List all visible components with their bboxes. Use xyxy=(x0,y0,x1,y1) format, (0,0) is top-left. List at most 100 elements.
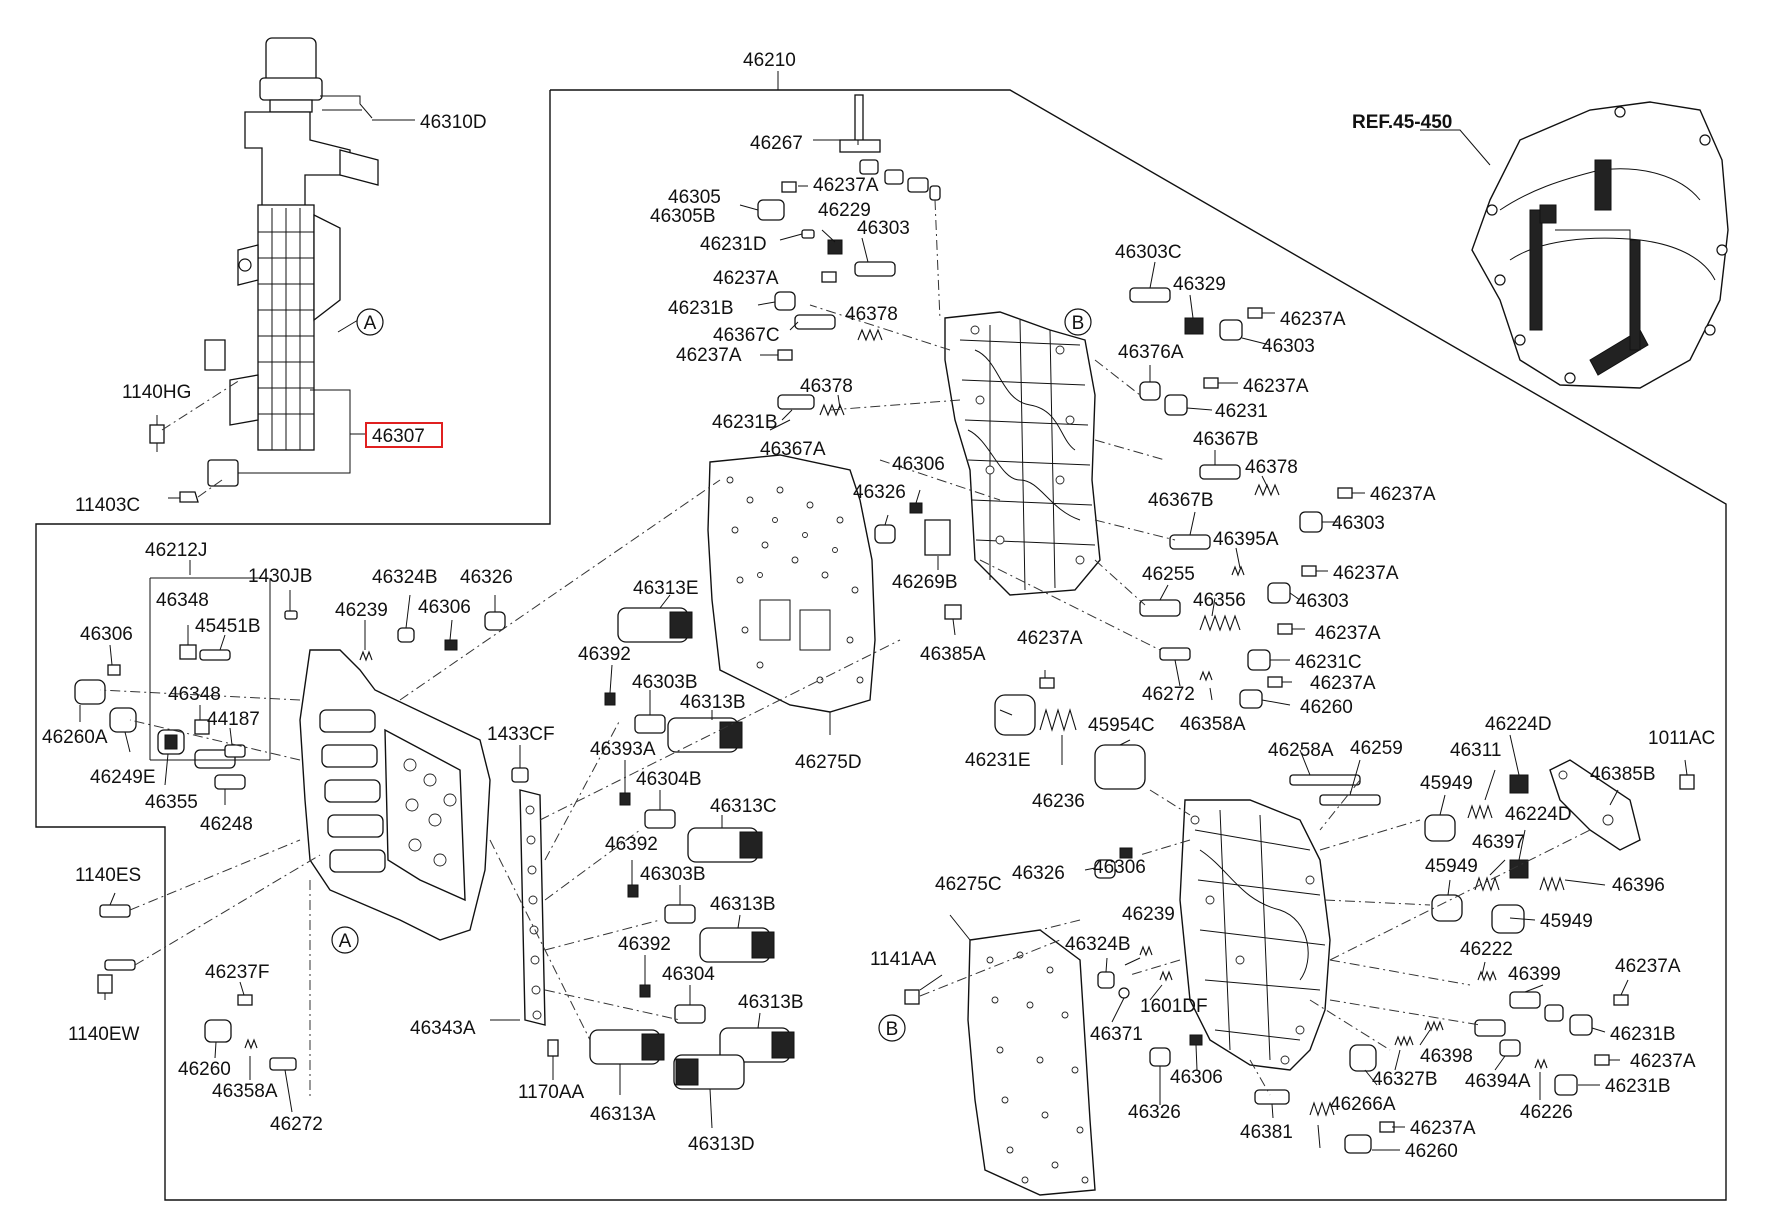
part-label[interactable]: 46231B xyxy=(712,412,778,433)
part-label[interactable]: 46313C xyxy=(710,796,777,817)
part-label[interactable]: 46237A xyxy=(1280,309,1346,330)
part-label[interactable]: 46348 xyxy=(168,684,221,705)
part-label[interactable]: 46224D xyxy=(1485,714,1552,735)
part-label[interactable]: 1011AC xyxy=(1648,728,1715,749)
part-label[interactable]: 46231D xyxy=(700,234,767,255)
part-label[interactable]: 46231E xyxy=(965,750,1031,771)
part-label[interactable]: 46303 xyxy=(1262,336,1315,357)
part-label[interactable]: 46231B xyxy=(668,298,734,319)
part-label[interactable]: 1601DF xyxy=(1140,996,1208,1017)
part-label[interactable]: 46258A xyxy=(1268,740,1334,761)
part-label[interactable]: 46272 xyxy=(1142,684,1195,705)
part-label[interactable]: 46272 xyxy=(270,1114,323,1135)
part-label[interactable]: 46395A xyxy=(1213,529,1279,550)
part-label[interactable]: 46324B xyxy=(372,567,438,588)
part-label[interactable]: 45954C xyxy=(1088,715,1155,736)
part-label[interactable]: 46313B xyxy=(738,992,804,1013)
part-label[interactable]: 46303 xyxy=(857,218,910,239)
part-label[interactable]: 46267 xyxy=(750,133,803,154)
part-label[interactable]: 45949 xyxy=(1420,773,1473,794)
part-label[interactable]: 1430JB xyxy=(248,566,312,587)
part-label[interactable]: 46260 xyxy=(1300,697,1353,718)
part-label[interactable]: 46396 xyxy=(1612,875,1665,896)
part-label[interactable]: 46260 xyxy=(1405,1141,1458,1162)
part-label[interactable]: 46212J xyxy=(145,540,207,561)
part-label[interactable]: 46392 xyxy=(578,644,631,665)
part-label[interactable]: 46306 xyxy=(1093,857,1146,878)
part-label[interactable]: 1170AA xyxy=(518,1082,585,1103)
part-label[interactable]: 46358A xyxy=(1180,714,1246,735)
part-label[interactable]: 1140EW xyxy=(68,1024,140,1045)
part-label[interactable]: 46326 xyxy=(1012,863,1065,884)
part-label[interactable]: 46392 xyxy=(605,834,658,855)
part-label[interactable]: 46249E xyxy=(90,767,156,788)
part-label[interactable]: 45949 xyxy=(1425,856,1478,877)
part-label[interactable]: 46393A xyxy=(590,739,656,760)
part-label[interactable]: 46248 xyxy=(200,814,253,835)
part-label[interactable]: 46260 xyxy=(178,1059,231,1080)
part-label-highlighted[interactable]: 46307 xyxy=(372,426,425,447)
part-label[interactable]: 46326 xyxy=(460,567,513,588)
part-label[interactable]: 46358A xyxy=(212,1081,278,1102)
part-label[interactable]: 46329 xyxy=(1173,274,1226,295)
part-label[interactable]: 46237A xyxy=(1615,956,1681,977)
part-label[interactable]: 44187 xyxy=(207,709,260,730)
part-label[interactable]: 46259 xyxy=(1350,738,1403,759)
part-label[interactable]: 46397 xyxy=(1472,832,1525,853)
part-label[interactable]: 11403C xyxy=(75,495,140,516)
part-label[interactable]: 46385B xyxy=(1590,764,1656,785)
part-label[interactable]: 46255 xyxy=(1142,564,1195,585)
part-label[interactable]: 45949 xyxy=(1540,911,1593,932)
part-label[interactable]: 46266A xyxy=(1330,1094,1396,1115)
part-label[interactable]: 46237A xyxy=(1315,623,1381,644)
part-label[interactable]: 46304 xyxy=(662,964,715,985)
part-label[interactable]: 46355 xyxy=(145,792,198,813)
part-label[interactable]: 46303B xyxy=(632,672,698,693)
part-label[interactable]: 1140HG xyxy=(122,382,191,403)
part-label[interactable]: 46399 xyxy=(1508,964,1561,985)
part-label[interactable]: 46237F xyxy=(205,962,269,983)
part-label[interactable]: 46313D xyxy=(688,1134,755,1155)
part-label[interactable]: 46348 xyxy=(156,590,209,611)
part-label[interactable]: 46210 xyxy=(743,50,796,71)
part-label[interactable]: 46237A xyxy=(1017,628,1083,649)
part-label[interactable]: 46367C xyxy=(713,325,780,346)
part-label[interactable]: 46231B xyxy=(1605,1076,1671,1097)
part-label[interactable]: 46367B xyxy=(1193,429,1259,450)
part-label[interactable]: 46306 xyxy=(892,454,945,475)
part-label[interactable]: 46381 xyxy=(1240,1122,1293,1143)
part-label[interactable]: 46239 xyxy=(335,600,388,621)
part-label[interactable]: 46378 xyxy=(800,376,853,397)
part-label[interactable]: 46237A xyxy=(1310,673,1376,694)
part-label[interactable]: 46231 xyxy=(1215,401,1268,422)
part-label[interactable]: 46237A xyxy=(1370,484,1436,505)
part-label[interactable]: 46398 xyxy=(1420,1046,1473,1067)
part-label[interactable]: 46376A xyxy=(1118,342,1184,363)
part-label[interactable]: 46367B xyxy=(1148,490,1214,511)
part-label[interactable]: 1141AA xyxy=(870,949,937,970)
part-label[interactable]: 46237A xyxy=(1410,1118,1476,1139)
part-label[interactable]: 46305B xyxy=(650,206,716,227)
part-label[interactable]: 46311 xyxy=(1450,740,1501,761)
part-label[interactable]: 1433CF xyxy=(487,724,555,745)
part-label[interactable]: 46236 xyxy=(1032,791,1085,812)
part-label[interactable]: 46303C xyxy=(1115,242,1182,263)
part-label[interactable]: 46239 xyxy=(1122,904,1175,925)
part-label[interactable]: 46260A xyxy=(42,727,108,748)
part-label[interactable]: 46237A xyxy=(1630,1051,1696,1072)
part-label[interactable]: 46310D xyxy=(420,112,487,133)
part-label[interactable]: 46237A xyxy=(1243,376,1309,397)
part-label[interactable]: 46378 xyxy=(1245,457,1298,478)
part-label[interactable]: 46371 xyxy=(1090,1024,1143,1045)
part-label[interactable]: 46327B xyxy=(1372,1069,1438,1090)
part-label[interactable]: 46324B xyxy=(1065,934,1131,955)
part-label[interactable]: 46275D xyxy=(795,752,862,773)
part-label[interactable]: 46269B xyxy=(892,572,958,593)
part-label[interactable]: 46226 xyxy=(1520,1102,1573,1123)
part-label[interactable]: 46237A xyxy=(813,175,879,196)
ref-label[interactable]: REF.45-450 xyxy=(1352,112,1452,133)
part-label[interactable]: 46237A xyxy=(713,268,779,289)
part-label[interactable]: 46306 xyxy=(418,597,471,618)
part-label[interactable]: 46326 xyxy=(853,482,906,503)
part-label[interactable]: 46306 xyxy=(80,624,133,645)
